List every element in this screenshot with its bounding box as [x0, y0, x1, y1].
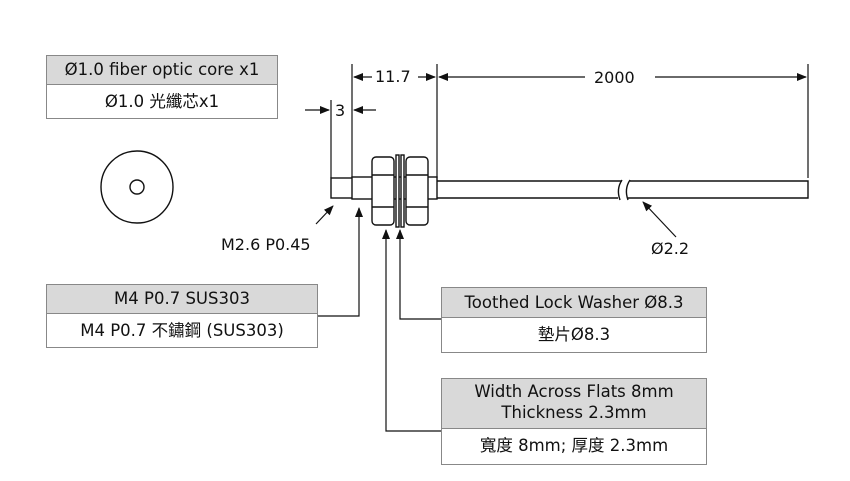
washer-label-header: Toothed Lock Washer Ø8.3: [442, 288, 706, 318]
tip-thread-label: M2.6 P0.45: [221, 235, 311, 254]
dim-thread-length: 11.7: [375, 67, 411, 86]
nut-label-box: M4 P0.7 SUS303 M4 P0.7 不鏽鋼 (SUS303): [46, 284, 318, 348]
core-label-header: Ø1.0 fiber optic core x1: [47, 56, 277, 85]
extension-lines: [330, 64, 809, 178]
dim-tip-length: 3: [335, 101, 346, 120]
flats-label-header-line2: Thickness 2.3mm: [501, 403, 647, 422]
hex-nut: [371, 156, 395, 226]
core-label-box: Ø1.0 fiber optic core x1 Ø1.0 光纖芯x1: [46, 55, 278, 119]
leader-lines: [315, 201, 677, 432]
second-nut: [405, 156, 429, 226]
nut-label-header: M4 P0.7 SUS303: [47, 285, 317, 314]
dimension-lines: [305, 73, 807, 114]
cable-diameter-label: Ø2.2: [651, 239, 690, 258]
flats-label-header: Width Across Flats 8mm Thickness 2.3mm: [442, 379, 706, 429]
flats-label-box: Width Across Flats 8mm Thickness 2.3mm 寬…: [441, 378, 707, 465]
core-cross-section: [100, 150, 174, 224]
cable: [437, 179, 809, 201]
flats-label-header-line1: Width Across Flats 8mm: [474, 382, 674, 401]
lock-washer: [395, 154, 405, 228]
washer-label-box: Toothed Lock Washer Ø8.3 墊片Ø8.3: [441, 287, 707, 353]
washer-label-body: 墊片Ø8.3: [537, 325, 611, 344]
core-label-body: Ø1.0 光纖芯x1: [104, 92, 220, 111]
nut-label-body: M4 P0.7 不鏽鋼 (SUS303): [80, 321, 284, 340]
probe-tip: [330, 177, 354, 199]
dim-cable-length: 2000: [594, 68, 635, 87]
flats-label-body: 寬度 8mm; 厚度 2.3mm: [479, 436, 669, 455]
